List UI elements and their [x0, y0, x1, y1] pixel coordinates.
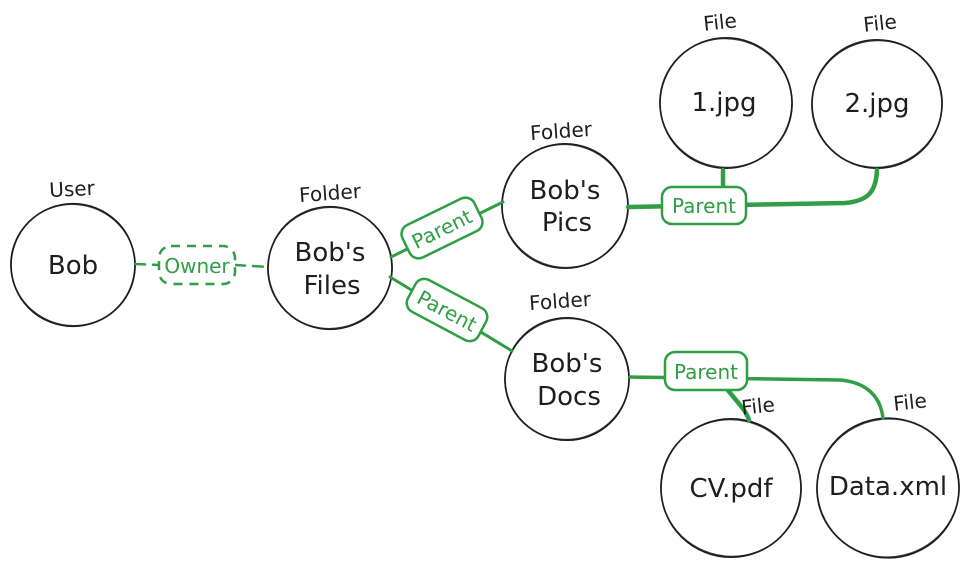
node-cvpdf-label: CV.pdf — [689, 474, 773, 504]
node-bobs-pics-circle-sketch — [501, 143, 629, 269]
node-bobs-docs-kind-label: Folder — [528, 287, 592, 315]
node-cvpdf-circle-sketch — [660, 419, 802, 557]
node-2jpg-label: 2.jpg — [844, 89, 909, 119]
node-dataxml-label: Data.xml — [829, 472, 947, 502]
node-1jpg — [659, 36, 793, 170]
node-cvpdf-kind-label: File — [740, 392, 776, 419]
node-bobs-docs-label-1: Bob's — [532, 349, 603, 379]
edge-files-pics-label-box — [400, 196, 484, 260]
node-bobs-files — [267, 205, 393, 331]
edge-docs-to-cvpdf — [724, 386, 752, 423]
node-bobs-files-label-1: Bob's — [295, 238, 366, 268]
node-bobs-files-kind-label: Folder — [298, 179, 362, 207]
node-dataxml-circle-sketch — [816, 418, 960, 558]
edge-docs-children-label-box — [663, 350, 749, 392]
node-dataxml — [816, 417, 960, 559]
node-cvpdf — [660, 417, 802, 559]
node-bobs-pics-label-1: Bob's — [530, 176, 601, 206]
edge-files-docs-label-box — [405, 277, 489, 343]
edge-docs-children-label: Parent — [674, 360, 738, 384]
edge-pics-children-label-box — [660, 185, 748, 226]
node-2jpg-kind-label: File — [862, 9, 898, 36]
node-bobs-pics-label-2: Pics — [542, 208, 592, 238]
node-bobs-docs-circle-sketch — [504, 318, 630, 440]
edge-owner-label-box — [157, 244, 237, 286]
node-bobs-files-circle-sketch — [267, 206, 393, 330]
edge-pics-to-2jpg — [625, 167, 880, 210]
node-dataxml-kind-label: File — [892, 388, 928, 415]
node-bob-label: Bob — [48, 251, 98, 281]
node-1jpg-label: 1.jpg — [691, 88, 756, 118]
edge-pics-children-label: Parent — [672, 194, 736, 218]
node-1jpg-circle-sketch — [659, 38, 793, 168]
edge-docs-to-dataxml — [628, 375, 885, 420]
node-bobs-docs — [504, 316, 630, 442]
node-bobs-files-label-2: Files — [303, 271, 360, 301]
node-bobs-pics — [501, 142, 629, 270]
node-2jpg-circle-sketch — [811, 40, 943, 168]
node-1jpg-kind-label: File — [702, 8, 738, 35]
node-bob-kind-label: User — [49, 176, 97, 202]
edge-owner-label: Owner — [164, 254, 230, 278]
node-bobs-docs-label-2: Docs — [537, 382, 601, 412]
node-bob-circle-sketch — [10, 203, 136, 327]
node-bobs-pics-kind-label: Folder — [529, 117, 593, 145]
edge-owner-right-segment — [233, 263, 272, 269]
edge-owner-left-segment — [133, 262, 162, 267]
